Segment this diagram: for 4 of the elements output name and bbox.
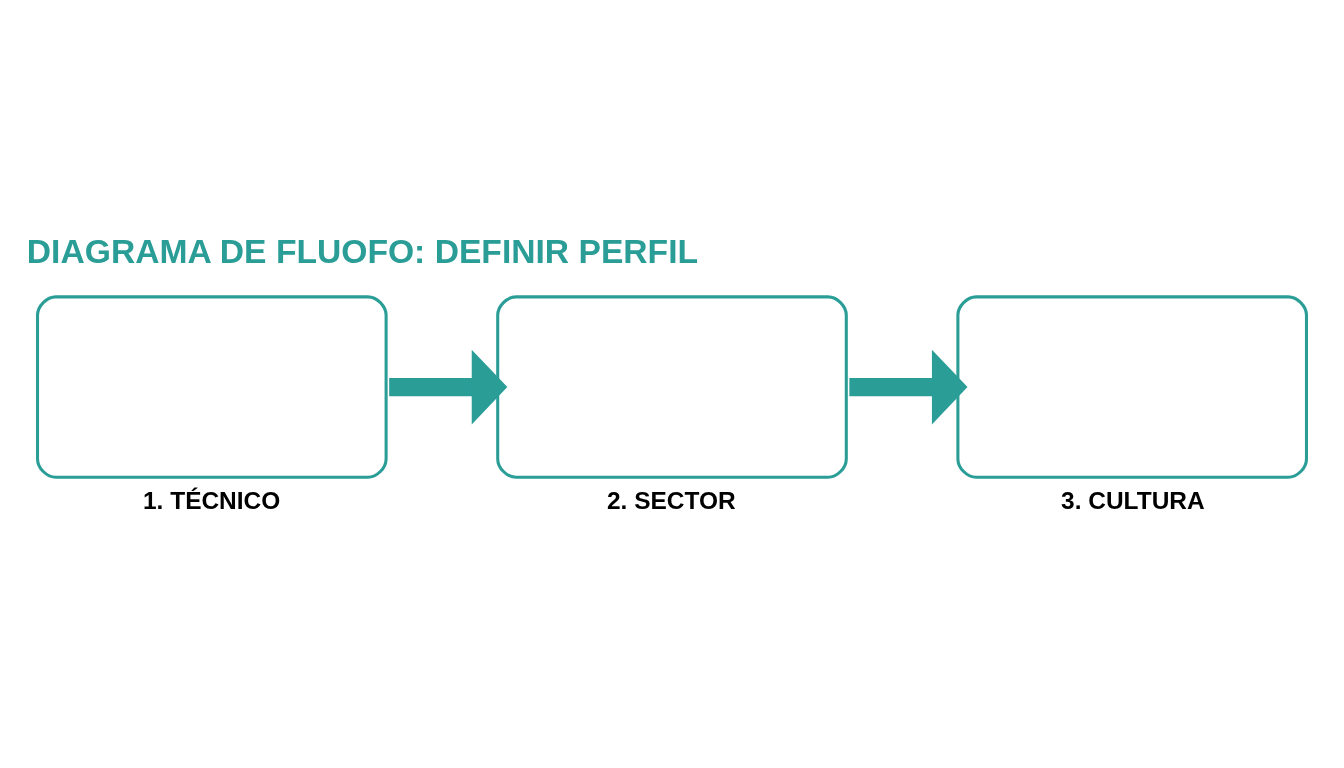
node-label: 3. CULTURA <box>1061 487 1205 515</box>
node-label: 2. SECTOR <box>607 487 736 515</box>
diagram-title: DIAGRAMA DE FLUOFO: DEFINIR PERFIL <box>26 232 699 270</box>
node-label: 1. TÉCNICO <box>143 487 281 515</box>
